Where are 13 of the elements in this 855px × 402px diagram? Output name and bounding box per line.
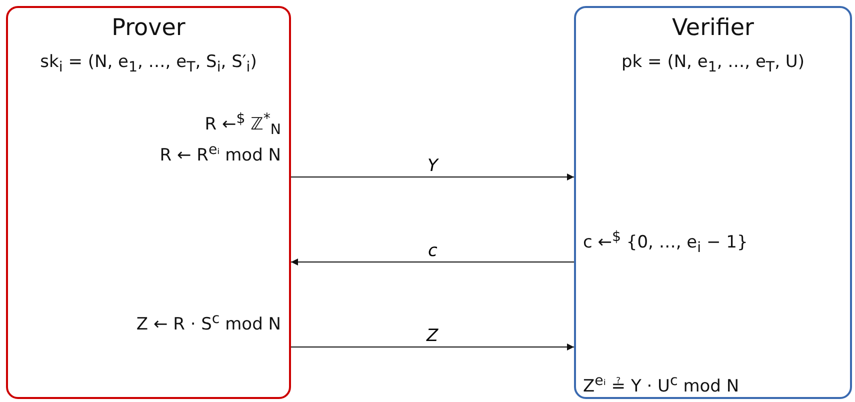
prover-box <box>6 6 291 399</box>
key-formula: sk$_{i}$ = (N, e$_{1}$, …, e$_{T}$, S$_{i}$, S′$_{i}$) <box>39 53 258 76</box>
arrow <box>290 344 574 350</box>
step-formula: c ←$^{$}$ {0, …, e$_{i}$ − 1} <box>583 230 748 257</box>
verifier-box <box>574 6 852 399</box>
party-title: Prover <box>110 16 186 42</box>
step-formula: R ← R$^{eᵢ}$ mod N <box>160 143 281 166</box>
step-formula: Z$^{eᵢ}$ ≟ Y · U$^{c}$ mod N <box>583 374 740 396</box>
arrow <box>290 258 574 266</box>
key-formula: pk = (N, e$_{1}$, …, e$_{T}$, U) <box>620 53 806 76</box>
step-formula: Z ← R · S$^{c}$ mod N <box>136 312 281 334</box>
arrow <box>290 174 574 180</box>
party-title: Verifier <box>670 16 756 42</box>
